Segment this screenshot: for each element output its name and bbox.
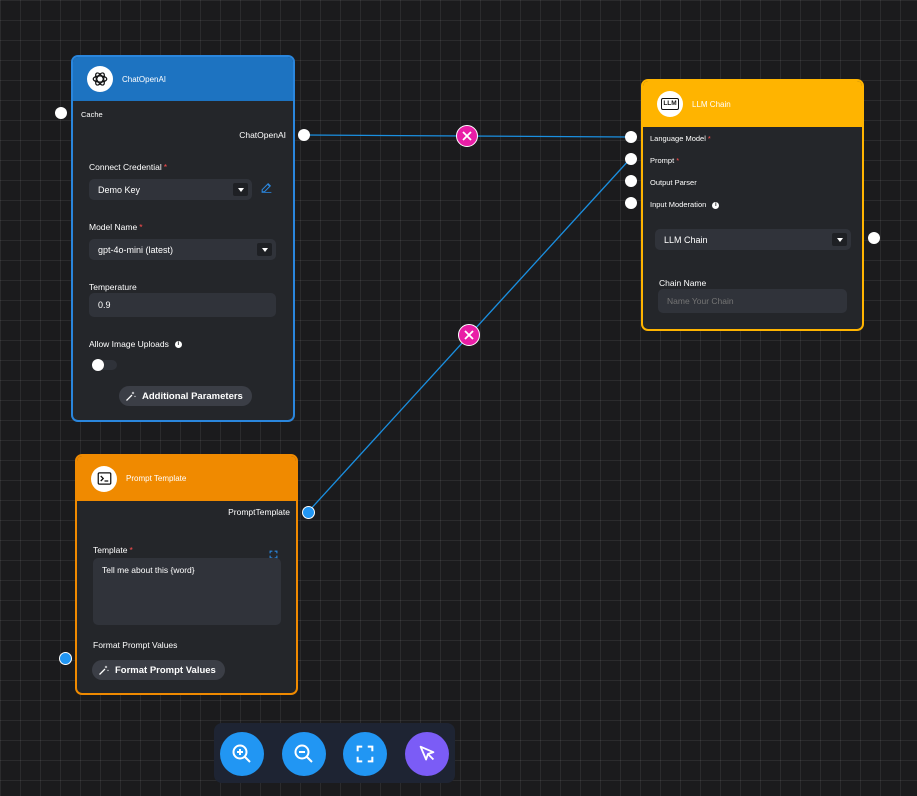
prompt-template-node[interactable]: Prompt Template PromptTemplate Template*… bbox=[75, 454, 298, 695]
input-language-model-label: Language Model* bbox=[650, 134, 711, 143]
select-cursor-icon bbox=[419, 745, 435, 761]
zoom-in-button[interactable] bbox=[220, 732, 264, 776]
terminal-icon bbox=[91, 465, 117, 492]
fit-view-icon bbox=[356, 745, 374, 763]
toggle-knob bbox=[92, 359, 104, 371]
expand-icon[interactable] bbox=[269, 546, 278, 564]
llm-chain-header[interactable]: LLM LLM Chain bbox=[643, 81, 862, 127]
llm-icon-text: LLM bbox=[661, 98, 679, 110]
credential-select[interactable]: Demo Key bbox=[89, 179, 252, 200]
chatopenai-header[interactable]: ChatOpenAI bbox=[73, 57, 293, 101]
close-icon bbox=[462, 131, 472, 141]
close-icon bbox=[464, 330, 474, 340]
input-moderation-input-handle[interactable] bbox=[625, 197, 637, 209]
llm-chain-title: LLM Chain bbox=[692, 99, 731, 109]
delete-edge-button[interactable] bbox=[458, 324, 480, 346]
cache-label: Cache bbox=[81, 110, 103, 119]
template-value: Tell me about this {word} bbox=[102, 565, 195, 575]
select-mode-button[interactable] bbox=[405, 732, 449, 776]
output-parser-input-handle[interactable] bbox=[625, 175, 637, 187]
credential-value: Demo Key bbox=[98, 184, 141, 195]
input-output-parser-label: Output Parser bbox=[650, 178, 697, 187]
model-value: gpt-4o-mini (latest) bbox=[98, 244, 174, 255]
cache-input-handle[interactable] bbox=[55, 107, 67, 119]
chain-name-label: Chain Name bbox=[659, 278, 707, 288]
template-label: Template* bbox=[93, 545, 133, 555]
prompt-input-handle[interactable] bbox=[625, 153, 637, 165]
info-icon: i bbox=[174, 341, 182, 349]
llm-chain-output-value: LLM Chain bbox=[664, 234, 708, 245]
canvas-toolbar bbox=[214, 723, 455, 783]
chevron-down-icon bbox=[257, 243, 272, 256]
model-label: Model Name* bbox=[89, 222, 143, 232]
chain-name-input[interactable] bbox=[658, 289, 847, 313]
template-textarea[interactable]: Tell me about this {word} bbox=[93, 558, 281, 625]
format-prompt-values-button[interactable]: Format Prompt Values bbox=[92, 660, 225, 680]
chatopenai-output-label: ChatOpenAI bbox=[239, 130, 286, 140]
magic-wand-icon bbox=[99, 665, 109, 675]
prompt-template-header[interactable]: Prompt Template bbox=[77, 456, 296, 501]
additional-parameters-label: Additional Parameters bbox=[142, 390, 243, 402]
openai-icon bbox=[87, 66, 113, 92]
chatopenai-node[interactable]: ChatOpenAI Cache ChatOpenAI Connect Cred… bbox=[71, 55, 295, 422]
prompt-template-output-handle[interactable] bbox=[302, 506, 315, 519]
image-uploads-toggle[interactable] bbox=[92, 359, 117, 371]
fit-view-button[interactable] bbox=[343, 732, 387, 776]
prompt-template-title: Prompt Template bbox=[126, 474, 187, 483]
zoom-out-icon bbox=[294, 744, 313, 763]
temperature-input[interactable]: 0.9 bbox=[89, 293, 276, 317]
format-prompt-values-label: Format Prompt Values bbox=[93, 640, 178, 650]
delete-edge-button[interactable] bbox=[456, 125, 478, 147]
temperature-label: Temperature bbox=[89, 282, 137, 292]
temperature-value: 0.9 bbox=[98, 300, 111, 310]
llm-chain-output-handle[interactable] bbox=[868, 232, 880, 244]
magic-wand-icon bbox=[126, 391, 136, 401]
chevron-down-icon bbox=[233, 183, 248, 196]
input-prompt-label: Prompt* bbox=[650, 156, 680, 165]
llm-icon: LLM bbox=[657, 91, 683, 117]
info-icon: i bbox=[712, 201, 720, 209]
language-model-input-handle[interactable] bbox=[625, 131, 637, 143]
zoom-in-icon bbox=[232, 744, 251, 763]
format-prompt-values-input-handle[interactable] bbox=[59, 652, 72, 665]
llm-chain-node[interactable]: LLM LLM Chain Language Model* Prompt* Ou… bbox=[641, 79, 864, 331]
chatopenai-title: ChatOpenAI bbox=[122, 74, 167, 84]
format-prompt-values-button-label: Format Prompt Values bbox=[115, 664, 216, 676]
model-select[interactable]: gpt-4o-mini (latest) bbox=[89, 239, 276, 260]
prompt-output-label: PromptTemplate bbox=[228, 507, 290, 517]
additional-parameters-button[interactable]: Additional Parameters bbox=[119, 386, 252, 406]
zoom-out-button[interactable] bbox=[282, 732, 326, 776]
credential-label: Connect Credential* bbox=[89, 162, 168, 172]
edit-credential-icon[interactable] bbox=[260, 181, 273, 199]
chevron-down-icon bbox=[832, 233, 847, 246]
llm-chain-output-select[interactable]: LLM Chain bbox=[655, 229, 851, 250]
chatopenai-output-handle[interactable] bbox=[298, 129, 310, 141]
